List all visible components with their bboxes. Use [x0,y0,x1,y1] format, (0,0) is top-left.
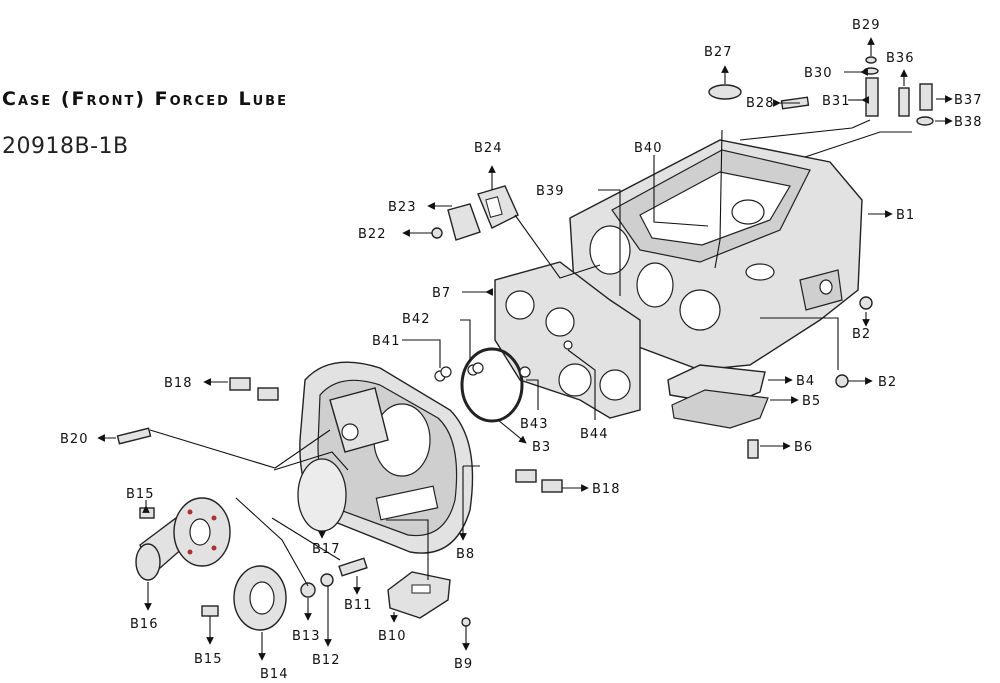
label-b42: B42 [402,312,430,327]
label-b2-lower: B2 [878,375,897,390]
cover-plate-part [387,571,451,619]
snap-ring-part [460,347,524,423]
label-b30: B30 [804,66,832,81]
label-b16: B16 [130,617,158,632]
lower-cover-part [667,364,769,429]
leader-lines [97,37,953,661]
label-b31: B31 [822,94,850,109]
label-b39: B39 [536,184,564,199]
label-b24: B24 [474,141,502,156]
label-b27: B27 [704,45,732,60]
bearing-retainer-part [135,497,231,581]
part-number: 20918B-1B [2,134,129,159]
label-b18-right: B18 [592,482,620,497]
label-b38: B38 [954,115,982,130]
label-b5: B5 [802,394,821,409]
callout-labels: B1 B2 B2 B3 B4 B5 B6 B7 B8 B9 B10 B11 B1… [60,18,982,682]
flange-part [233,565,287,631]
label-b15-upper: B15 [126,487,154,502]
label-b10: B10 [378,629,406,644]
inspection-plate-part [447,185,519,241]
label-b17: B17 [312,542,340,557]
label-b20: B20 [60,432,88,447]
label-b12: B12 [312,653,340,668]
label-b13: B13 [292,629,320,644]
diagram-title: Case (Front) Forced Lube [2,88,288,110]
label-b23: B23 [388,200,416,215]
label-b18-left: B18 [164,376,192,391]
label-b14: B14 [260,667,288,682]
label-b9: B9 [454,657,473,672]
label-b36: B36 [886,51,914,66]
label-b3: B3 [532,440,551,455]
label-b37: B37 [954,93,982,108]
label-b28: B28 [746,96,774,111]
label-b44: B44 [580,427,608,442]
gasket-part [494,261,641,419]
label-b29: B29 [852,18,880,33]
label-b11: B11 [344,598,372,613]
label-b4: B4 [796,374,815,389]
label-b40: B40 [634,141,662,156]
label-b41: B41 [372,334,400,349]
gasket-b17-part [297,458,347,532]
label-b8: B8 [456,547,475,562]
label-b2-upper: B2 [852,327,871,342]
label-b43: B43 [520,417,548,432]
label-b7: B7 [432,286,451,301]
label-b15-lower: B15 [194,652,222,667]
label-b1: B1 [896,208,915,223]
label-b6: B6 [794,440,813,455]
label-b22: B22 [358,227,386,242]
